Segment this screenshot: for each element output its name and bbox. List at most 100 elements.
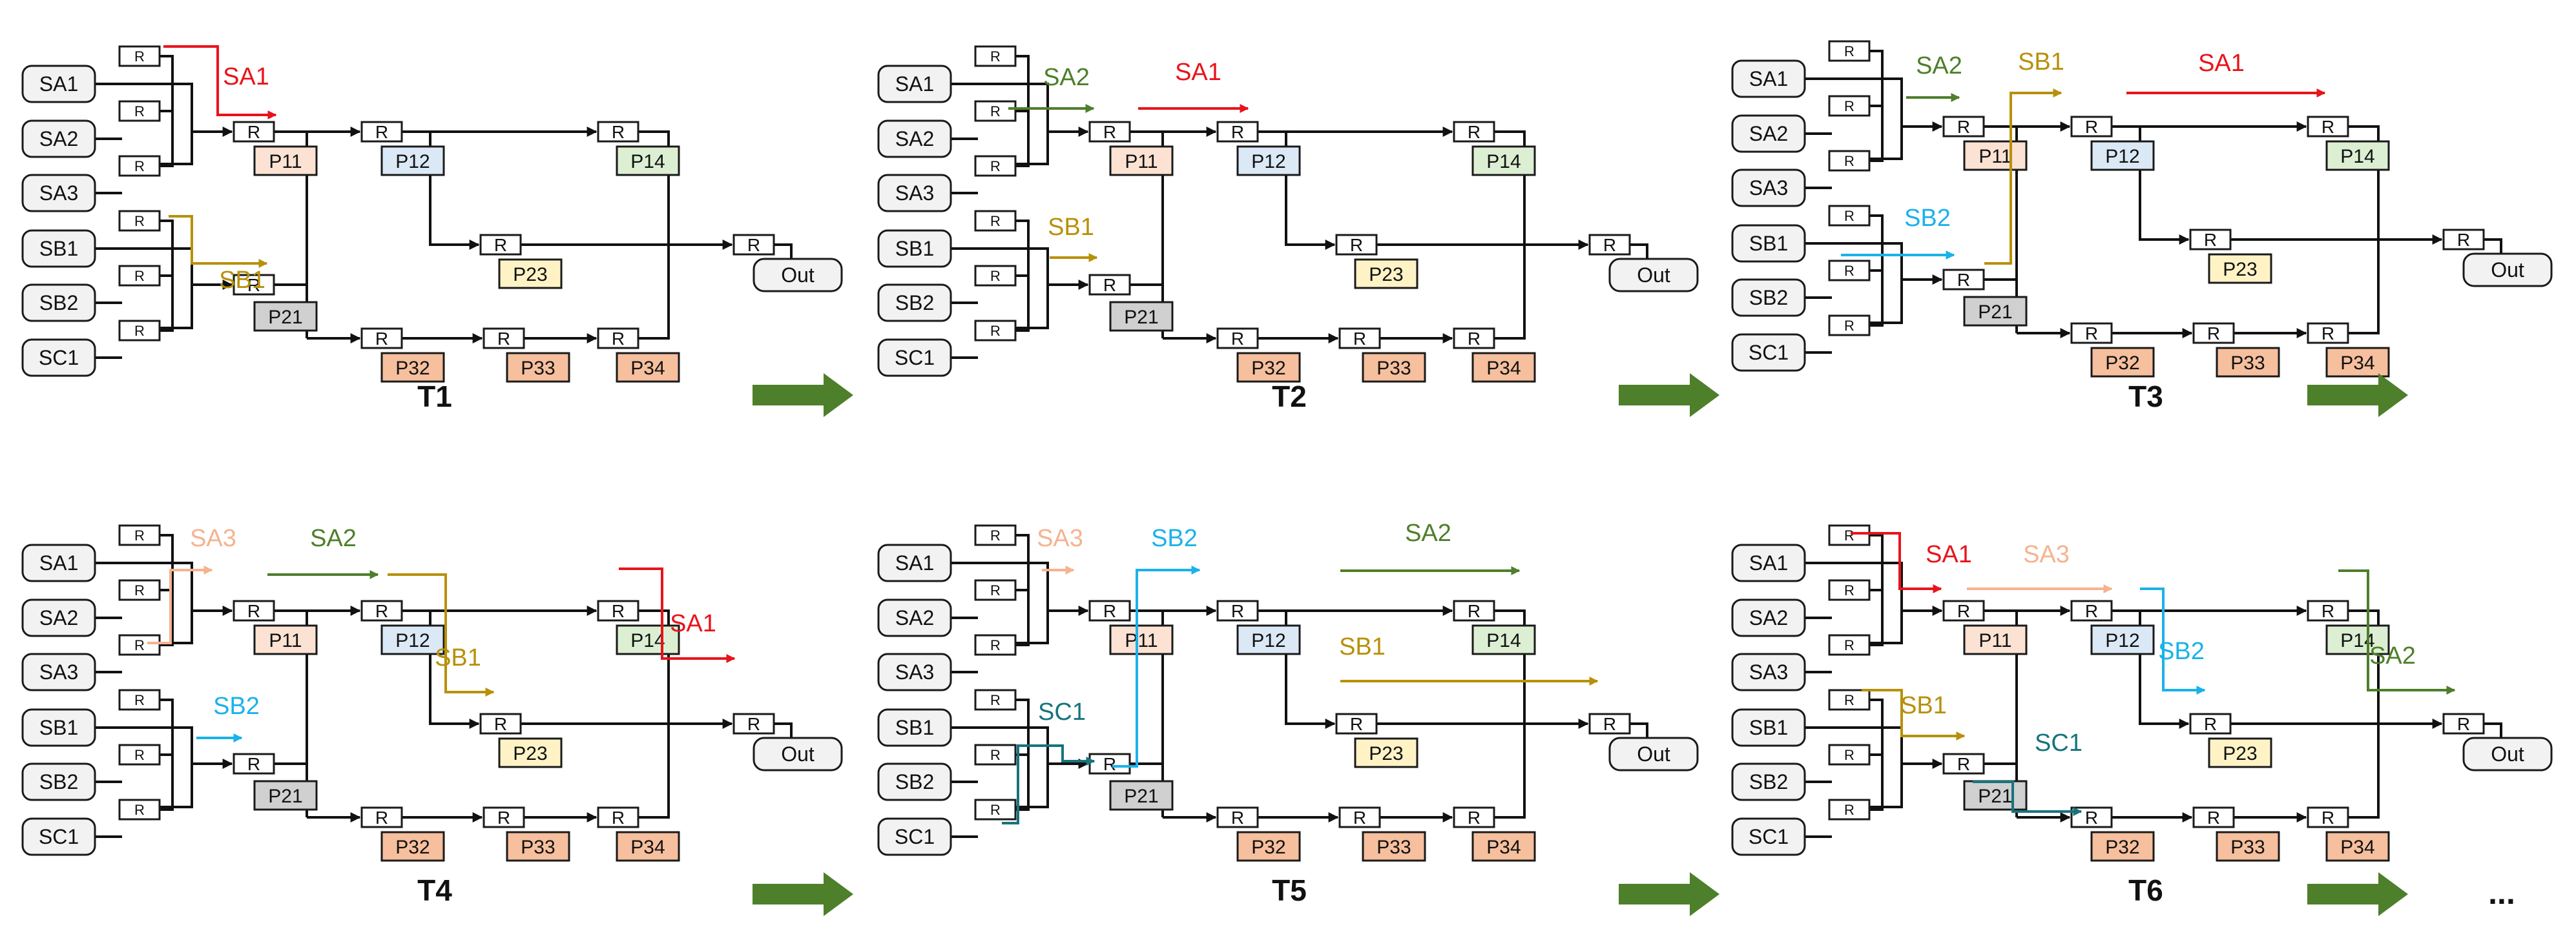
router-r34 xyxy=(597,327,639,349)
processor-p12-label: P12 xyxy=(2105,146,2139,167)
processor-p11-label: P11 xyxy=(269,151,302,172)
tiny-router xyxy=(974,210,1017,232)
panel-title: T6 xyxy=(2128,874,2163,907)
tiny-router xyxy=(118,579,161,601)
source-label: SA3 xyxy=(895,181,934,205)
tiny-router-label: R xyxy=(134,527,145,544)
panel-title: T5 xyxy=(1272,874,1307,907)
processor-p21-label: P21 xyxy=(1124,307,1158,328)
router-rout xyxy=(1588,713,1631,735)
router-r23 xyxy=(479,713,522,735)
processor-p14-label: P14 xyxy=(1486,630,1521,651)
processor-p21 xyxy=(1963,296,2028,327)
source-label: SA1 xyxy=(1749,67,1788,90)
source-label: SB2 xyxy=(39,770,78,793)
router-r32 xyxy=(1216,806,1259,828)
flow-sa2-label: SA2 xyxy=(2369,642,2416,669)
flow-sa3: SA3 xyxy=(1037,525,1083,575)
router-rout-label: R xyxy=(1603,235,1616,255)
flow-sc1: SC1 xyxy=(1002,699,1096,824)
processor-p32-label: P32 xyxy=(395,837,430,858)
tiny-router xyxy=(118,524,161,546)
router-rout-label: R xyxy=(747,714,760,734)
router-r11 xyxy=(233,600,275,622)
router-rout xyxy=(2442,229,2485,250)
source-box xyxy=(877,283,952,322)
processor-p33-label: P33 xyxy=(1376,358,1411,379)
router-r23-label: R xyxy=(2204,714,2217,734)
source-box xyxy=(1731,278,1806,317)
processor-p33-label: P33 xyxy=(1376,837,1411,858)
source-label: SC1 xyxy=(1749,341,1789,364)
router-rout xyxy=(2442,713,2485,735)
router-rout-label: R xyxy=(2457,230,2470,250)
tiny-router xyxy=(118,265,161,287)
source-label: SB1 xyxy=(1749,716,1788,739)
processor-p34-label: P34 xyxy=(1486,837,1521,858)
processor-p32 xyxy=(2090,831,2155,862)
flow-sc1-label: SC1 xyxy=(2035,730,2083,757)
router-r11-label: R xyxy=(1957,601,1970,621)
router-r12 xyxy=(1216,121,1259,143)
next-step-arrow xyxy=(753,872,853,916)
router-r11 xyxy=(1088,600,1131,622)
tiny-router-label: R xyxy=(134,637,145,653)
source-box xyxy=(877,65,952,103)
tiny-router-label: R xyxy=(134,802,145,818)
tiny-router xyxy=(1828,150,1871,172)
source-box xyxy=(877,119,952,158)
flow-sb1-label: SB1 xyxy=(219,267,265,294)
flow-sa3-label: SA3 xyxy=(1037,525,1083,552)
router-r23 xyxy=(1335,713,1378,735)
router-r34-label: R xyxy=(2322,323,2334,343)
source-label: SC1 xyxy=(1749,825,1789,848)
group-b-link xyxy=(122,247,193,329)
source-box xyxy=(1731,653,1806,691)
flow-sa1-label: SA1 xyxy=(2198,50,2245,77)
flow-sa3: SA3 xyxy=(1967,541,2113,593)
source-label: SA2 xyxy=(39,127,78,150)
source-box xyxy=(1731,762,1806,801)
router-r21-label: R xyxy=(1103,754,1116,774)
flow-sb2-arrow xyxy=(1112,566,1201,768)
tiny-router-label: R xyxy=(1844,153,1854,169)
flow-sa1-arrow xyxy=(1851,532,1942,593)
tiny-router xyxy=(974,155,1017,177)
router-r33 xyxy=(483,327,525,349)
source-label: SA2 xyxy=(895,127,934,150)
tiny-router-link xyxy=(1869,755,1884,811)
processor-p34-label: P34 xyxy=(1486,358,1521,379)
router-r33-label: R xyxy=(1353,808,1366,828)
out-label: Out xyxy=(1637,263,1670,287)
tiny-router-label: R xyxy=(990,692,1001,708)
router-r34 xyxy=(1453,806,1495,828)
tiny-router-link xyxy=(1869,271,1884,327)
processor-p34-label: P34 xyxy=(630,358,665,379)
source-box xyxy=(21,338,96,377)
flow-sb2-label: SB2 xyxy=(1904,205,1951,232)
group-a-link xyxy=(978,562,1049,644)
router-r32-label: R xyxy=(1231,329,1244,349)
router-r33-label: R xyxy=(2207,808,2220,828)
processor-p32 xyxy=(2090,347,2155,378)
processor-p34 xyxy=(616,352,680,383)
router-r32-label: R xyxy=(1231,808,1244,828)
processor-p12 xyxy=(1236,145,1301,176)
router-rout-label: R xyxy=(2457,714,2470,734)
source-box xyxy=(1731,114,1806,153)
router-r21-label: R xyxy=(1957,754,1970,774)
flow-sb1: SB1 xyxy=(1048,214,1098,262)
router-r23 xyxy=(479,234,522,256)
tiny-router-label: R xyxy=(1844,98,1854,114)
processor-p23 xyxy=(498,258,563,289)
source-label: SA1 xyxy=(1749,551,1788,575)
tiny-router-link xyxy=(1869,106,1884,162)
router-r12 xyxy=(2070,116,2113,138)
router-r14-label: R xyxy=(612,122,625,142)
source-label: SC1 xyxy=(895,346,935,369)
processor-p23-label: P23 xyxy=(513,743,547,764)
